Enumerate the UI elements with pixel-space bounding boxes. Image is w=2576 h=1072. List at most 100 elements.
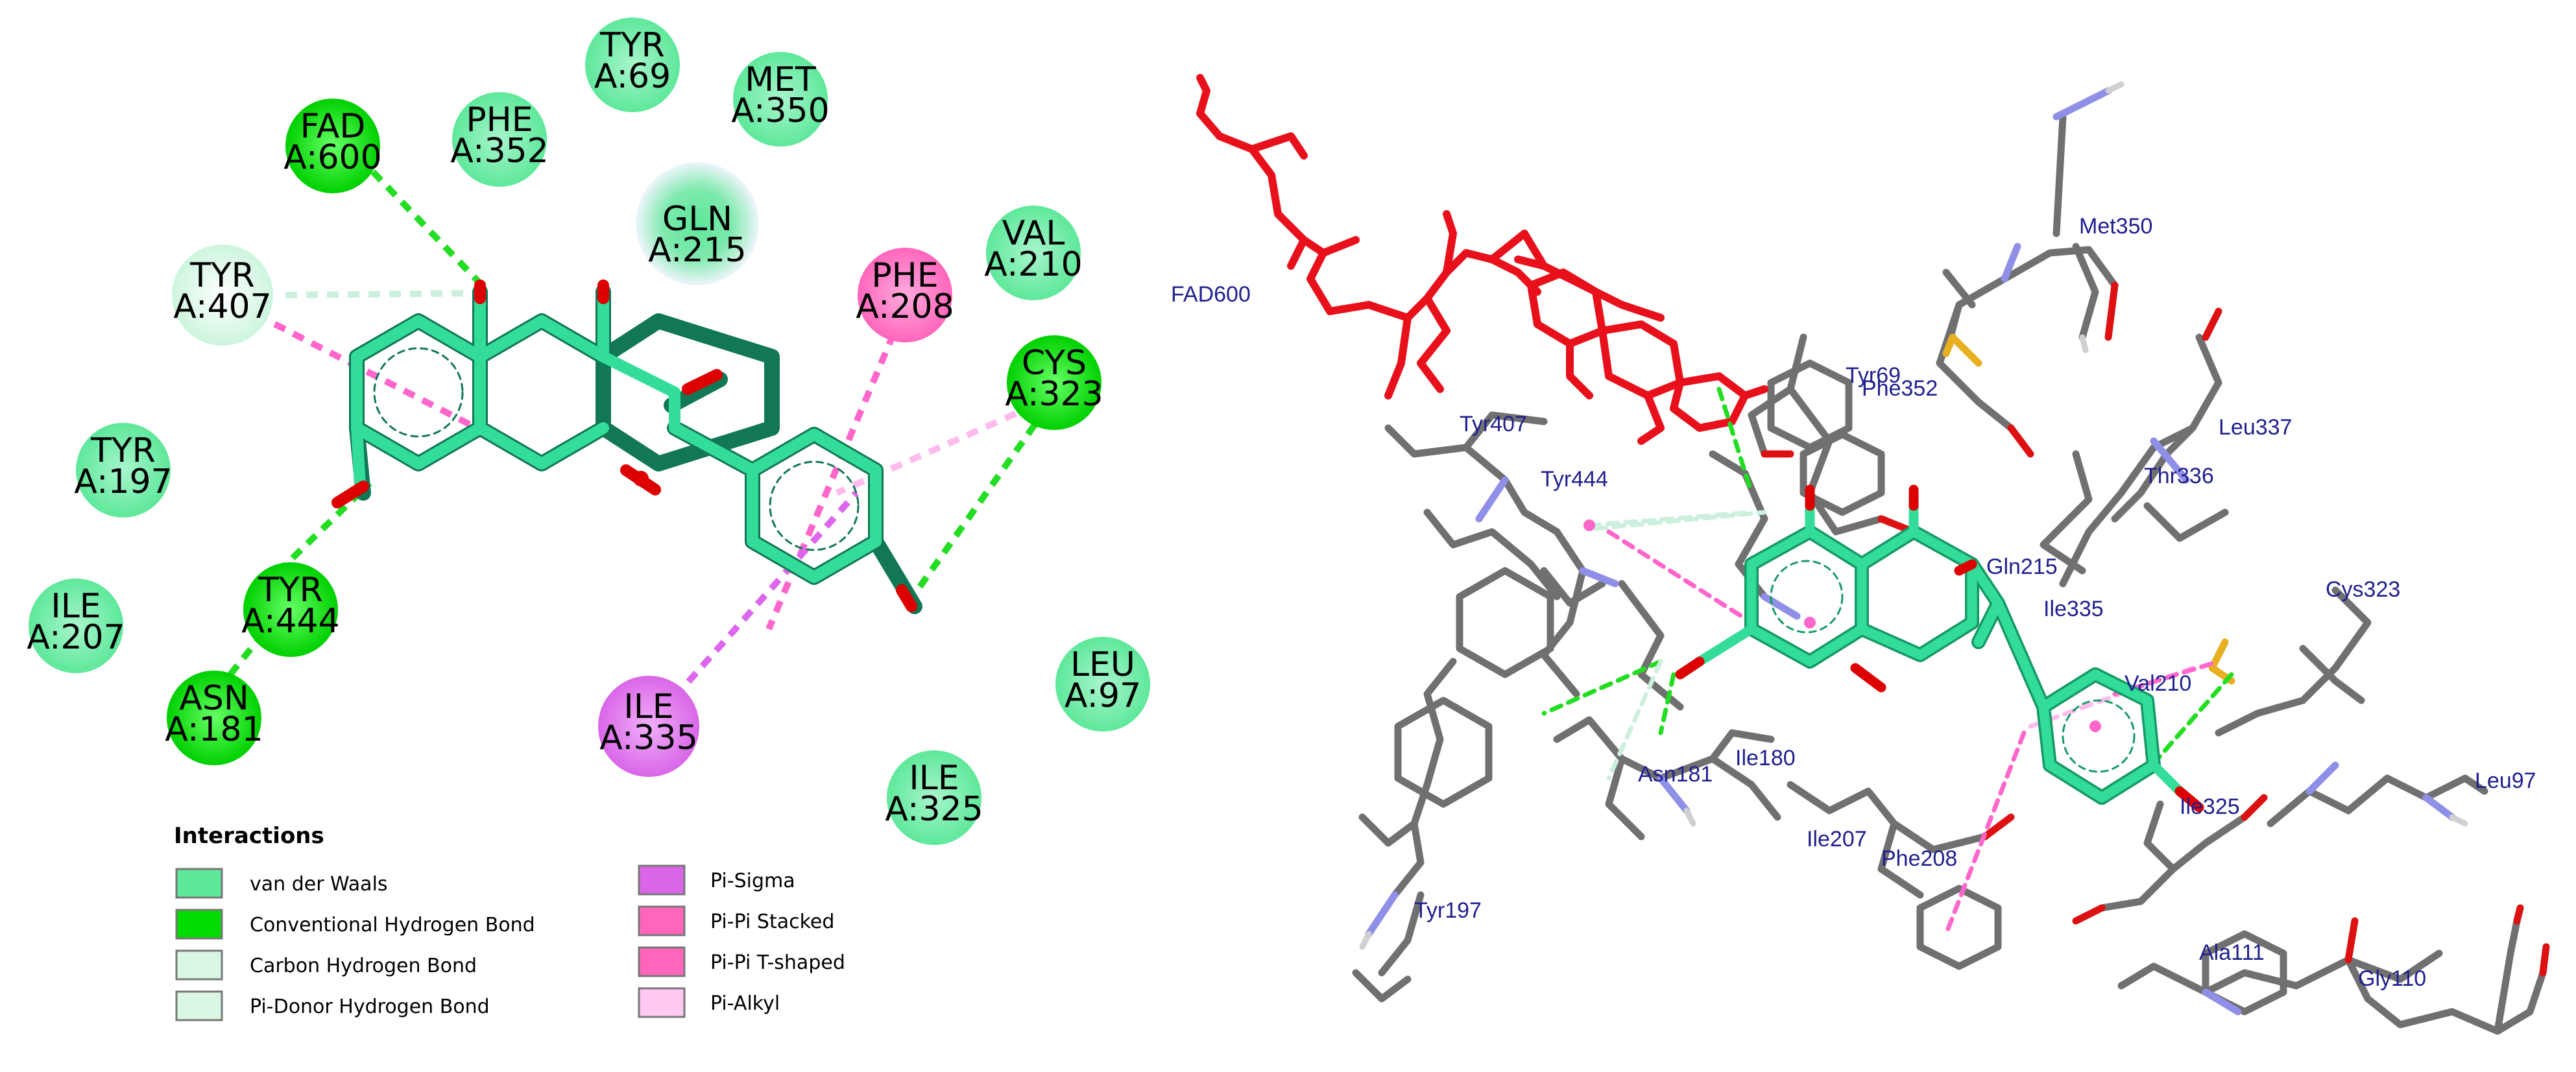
label-tyr197: Tyr197	[1414, 898, 1482, 923]
residue-tyr-197: TYR A:197	[74, 423, 173, 518]
label-ile335: Ile335	[2043, 597, 2104, 621]
ligand-3d	[1583, 484, 2204, 813]
residue-name: PHE	[871, 256, 938, 295]
residue-number: A:323	[1005, 375, 1103, 414]
residue-number: A:208	[856, 287, 954, 326]
label-ile180: Ile180	[1735, 746, 1796, 770]
legend-label: Pi-Alkyl	[710, 992, 780, 1015]
label-tyr444: Tyr444	[1541, 467, 1608, 492]
residue-name: VAL	[1002, 214, 1065, 253]
legend-label: Pi-Donor Hydrogen Bond	[250, 995, 490, 1018]
legend-label: Pi-Pi Stacked	[710, 911, 834, 933]
label-tyr407: Tyr407	[1460, 412, 1527, 436]
label-tyr69: Tyr69	[1846, 363, 1901, 388]
residue-gln-215: GLN A:215	[636, 162, 759, 285]
legend-item-pi-donor-h-bond: Pi-Donor Hydrogen Bond	[175, 990, 490, 1021]
label-asn181: Asn181	[1638, 762, 1713, 787]
residue-tyr-407: TYR A:407	[172, 244, 273, 346]
legend-label: van der Waals	[250, 873, 388, 896]
legend-label: Conventional Hydrogen Bond	[250, 914, 535, 936]
residue-number: A:325	[885, 790, 983, 829]
label-phe208: Phe208	[1881, 846, 1957, 871]
residue-name: GLN	[662, 200, 732, 239]
residue-asn-181: ASN A:181	[165, 671, 263, 765]
structure-3d-view	[1196, 74, 2550, 1035]
residue-fad-600: FAD A:600	[283, 99, 382, 193]
residue-name: MET	[745, 60, 816, 99]
label-leu97: Leu97	[2475, 768, 2536, 793]
residue-number: A:207	[27, 618, 125, 657]
legend-item-pi-sigma: Pi-Sigma	[638, 864, 795, 896]
label-leu337: Leu337	[2219, 415, 2292, 440]
residue-val-210: VAL A:210	[984, 206, 1083, 300]
legend-title: Interactions	[174, 823, 324, 849]
label-thr336: Thr336	[2144, 464, 2214, 488]
hbond-fad-600	[370, 169, 486, 289]
legend-label: Pi-Sigma	[710, 870, 795, 892]
residue-name: PHE	[466, 101, 533, 139]
legend-item-carbon-h-bond: Carbon Hydrogen Bond	[175, 949, 477, 981]
interactions-legend: Interactions van der Waals Conventional …	[174, 823, 845, 1021]
residue-leu-97: LEU A:97	[1055, 637, 1150, 732]
residue-number: A:69	[594, 57, 671, 96]
residue-name: TYR	[599, 26, 665, 65]
label-gly110: Gly110	[2358, 966, 2426, 991]
legend-item-pi-alkyl: Pi-Alkyl	[638, 987, 780, 1018]
label-ile207: Ile207	[1807, 827, 1867, 852]
residue-phe-208: PHE A:208	[856, 248, 954, 342]
protein-sticks	[1352, 113, 2547, 1035]
residue-name: TYR	[90, 431, 156, 470]
residue-tyr-69: TYR A:69	[585, 18, 680, 112]
labels-3d: FAD600 Met350 Tyr69 Phe352 Leu337 Thr336…	[1171, 214, 2536, 991]
residue-number: A:181	[165, 710, 263, 749]
legend-item-pi-pi-stacked: Pi-Pi Stacked	[638, 905, 834, 936]
pi-alkyl-cys-323	[835, 402, 1037, 496]
pi-phe-208	[765, 313, 905, 630]
residue-name: FAD	[300, 107, 366, 146]
residue-phe-352: PHE A:352	[450, 92, 549, 187]
label-ala111: Ala111	[2199, 940, 2265, 965]
residue-name: ILE	[623, 687, 673, 726]
residue-cys-323: CYS A:323	[1005, 335, 1103, 430]
label-val210: Val210	[2125, 671, 2191, 696]
residue-name: CYS	[1022, 344, 1087, 383]
label-phe352: Phe352	[1862, 376, 1938, 401]
residue-discs: FAD A:600 PHE A:352 TYR A:69 MET A:350 G…	[27, 18, 1150, 845]
residue-number: A:335	[599, 719, 697, 757]
residue-number: A:97	[1065, 676, 1141, 715]
residue-number: A:215	[648, 231, 746, 270]
residue-ile-335: ILE A:335	[598, 676, 699, 777]
residue-number: A:444	[241, 602, 339, 641]
residue-number: A:350	[731, 91, 829, 130]
residue-met-350: MET A:350	[731, 52, 830, 147]
legend-label: Carbon Hydrogen Bond	[250, 955, 477, 977]
residue-number: A:210	[984, 245, 1082, 284]
residue-number: A:600	[283, 138, 381, 177]
residue-name: ILE	[51, 587, 101, 626]
residue-number: A:197	[74, 462, 172, 501]
chbond-tyr-407	[285, 290, 484, 298]
residue-ile-325: ILE A:325	[885, 750, 983, 845]
pi-sigma-ile-335	[672, 490, 859, 700]
ligand-2d	[331, 280, 922, 614]
residue-ile-207: ILE A:207	[27, 578, 125, 673]
legend-item-van-der-waals: van der Waals	[175, 868, 388, 899]
label-fad600: FAD600	[1171, 282, 1251, 307]
residue-name: ILE	[909, 759, 959, 798]
legend-label: Pi-Pi T-shaped	[710, 951, 845, 974]
legend-item-pi-pi-t-shaped: Pi-Pi T-shaped	[638, 946, 845, 977]
label-ile325: Ile325	[2180, 794, 2240, 819]
label-cys323: Cys323	[2326, 577, 2400, 602]
hbond-cys-323	[905, 423, 1038, 605]
label-met350: Met350	[2079, 214, 2152, 239]
residue-name: ASN	[179, 679, 248, 718]
residue-name: LEU	[1070, 645, 1135, 684]
residue-number: A:407	[173, 287, 271, 326]
residue-tyr-444: TYR A:444	[241, 562, 340, 657]
residue-number: A:352	[450, 132, 548, 171]
residue-name: TYR	[189, 256, 255, 295]
residue-name: TYR	[258, 571, 323, 610]
label-gln215: Gln215	[1986, 554, 2058, 579]
legend-item-conventional-h-bond: Conventional Hydrogen Bond	[175, 909, 535, 940]
